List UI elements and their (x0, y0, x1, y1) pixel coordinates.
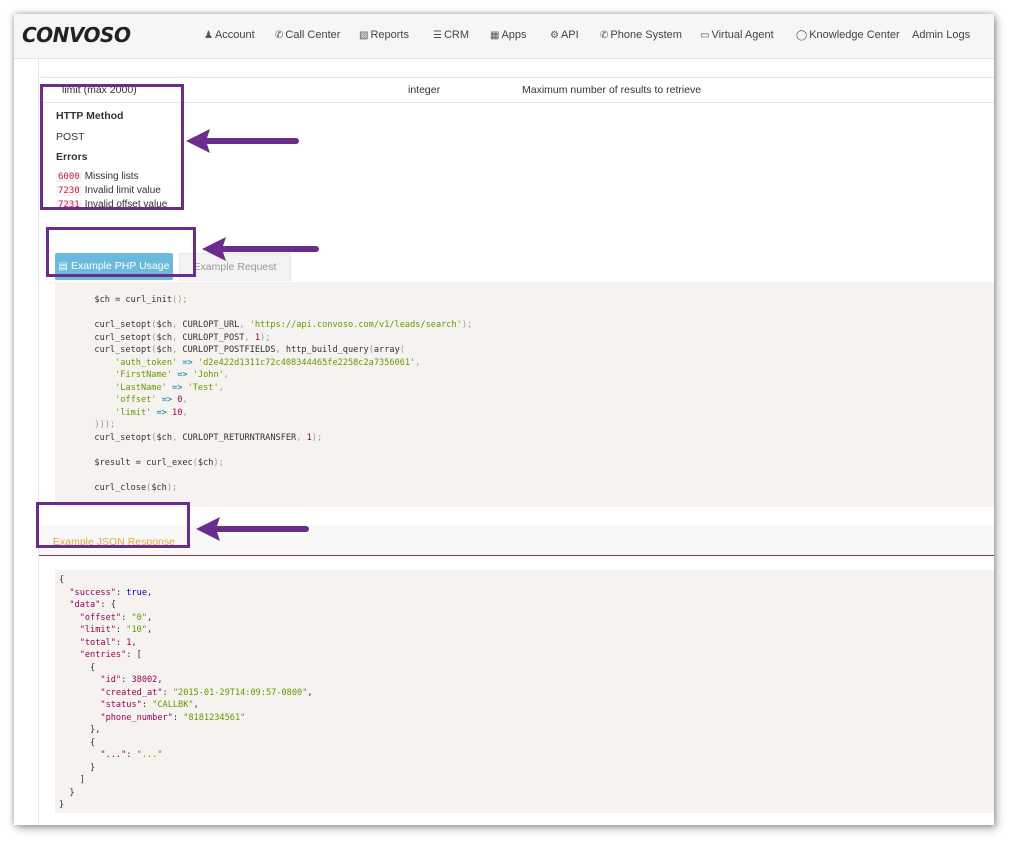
error-code: 7230 (56, 186, 82, 196)
error-code: 6000 (56, 172, 82, 182)
bar-chart-icon: ▧ (359, 30, 369, 41)
nav-account[interactable]: ♟Account (204, 29, 255, 41)
error-message: Invalid offset value (84, 199, 168, 210)
json-code-block: { "success": true, "data": { "offset": "… (55, 570, 994, 813)
phone-icon: ✆ (600, 30, 609, 41)
arrow-icon (196, 517, 309, 541)
grid-icon: ▦ (490, 30, 500, 41)
nav-knowledge-center[interactable]: ◯Knowledge Center (796, 29, 900, 41)
nav-apps[interactable]: ▦Apps (490, 29, 527, 41)
gear-icon: ⚙ (550, 30, 559, 41)
error-message: Invalid limit value (84, 185, 161, 196)
lightbulb-icon: ◯ (796, 30, 808, 41)
php-code: $ch = curl_init(); curl_setopt($ch, CURL… (53, 295, 473, 493)
nav-admin-logs[interactable]: Admin Logs (912, 29, 971, 41)
http-method-heading: HTTP Method (56, 110, 124, 122)
param-description: Maximum number of results to retrieve (522, 84, 702, 96)
error-code: 7231 (56, 200, 82, 210)
arrow-icon (202, 237, 319, 261)
errors-heading: Errors (56, 151, 88, 163)
browser-window: CONVOSO ♟Account ✆Call Center ▧Reports ☰… (14, 14, 994, 825)
nav-virtual-agent[interactable]: ▭Virtual Agent (700, 29, 774, 41)
top-navbar: CONVOSO ♟Account ✆Call Center ▧Reports ☰… (14, 14, 994, 59)
param-name: limit (max 2000) (62, 84, 137, 96)
nav-call-center[interactable]: ✆Call Center (275, 29, 341, 41)
param-row-limit: limit (max 2000) integer Maximum number … (39, 77, 994, 103)
php-code-block: $ch = curl_init(); curl_setopt($ch, CURL… (55, 282, 994, 507)
error-message: Missing lists (84, 171, 139, 182)
document-icon: ▤ (58, 261, 68, 272)
tab-example-request[interactable]: Example Request (179, 253, 291, 281)
convoso-logo[interactable]: CONVOSO (22, 23, 131, 47)
user-icon: ♟ (204, 30, 213, 41)
highlight-box-php-tab (46, 227, 196, 277)
json-section-header: Example JSON Response (39, 525, 994, 556)
nav-crm[interactable]: ☰CRM (433, 29, 470, 41)
http-method-value: POST (56, 131, 85, 143)
phone-icon: ✆ (275, 30, 284, 41)
nav-api[interactable]: ⚙API (550, 29, 579, 41)
arrow-icon (186, 129, 299, 153)
nav-phone-system[interactable]: ✆Phone System (600, 29, 682, 41)
list-icon: ☰ (433, 30, 442, 41)
highlight-box-json-title (36, 502, 190, 548)
nav-reports[interactable]: ▧Reports (359, 29, 409, 41)
param-type: integer (408, 84, 441, 96)
json-code: { "success": true, "data": { "offset": "… (59, 575, 313, 810)
highlight-box-http-method (40, 84, 184, 210)
monitor-icon: ▭ (700, 30, 710, 41)
